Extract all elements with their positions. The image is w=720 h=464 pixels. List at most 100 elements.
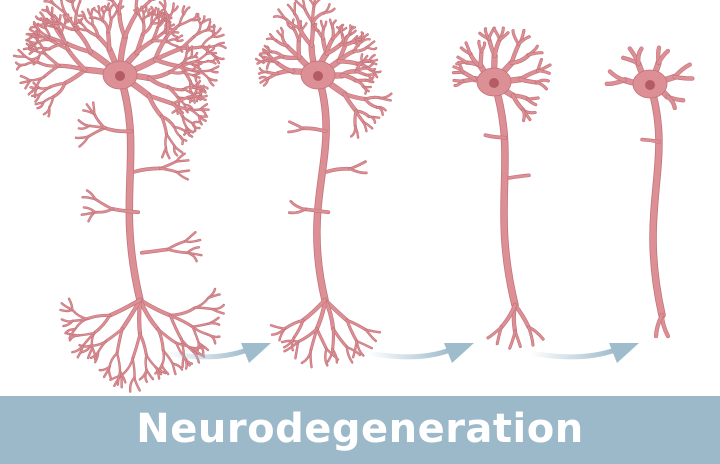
- dendrite: [301, 22, 307, 31]
- dendrite: [207, 60, 217, 65]
- dendrite: [518, 77, 539, 85]
- axon-terminal: [93, 314, 111, 334]
- dendrite: [527, 51, 544, 56]
- dendrite: [349, 26, 356, 35]
- dendrite: [134, 39, 155, 55]
- dendrite: [673, 63, 692, 79]
- dendrite: [161, 147, 167, 158]
- dendrite: [379, 97, 392, 101]
- axon-terminal: [61, 318, 74, 323]
- axon-collateral: [86, 189, 97, 200]
- dendrite: [362, 59, 371, 63]
- axon-terminal-outline: [70, 308, 89, 320]
- dendrite: [33, 21, 40, 31]
- axon-terminal: [346, 319, 358, 342]
- axon-collateral: [78, 119, 90, 127]
- dendrite-outline: [78, 0, 82, 3]
- axon-terminal: [108, 298, 142, 317]
- dendrite: [163, 0, 166, 10]
- axon-terminal: [211, 308, 225, 315]
- dendrite: [280, 27, 284, 37]
- dendrite: [15, 62, 26, 66]
- dendrite: [63, 68, 87, 85]
- axon-terminal: [207, 293, 221, 299]
- dendrite: [178, 19, 192, 26]
- axon-collateral: [83, 206, 96, 213]
- dendrite: [536, 70, 551, 75]
- dendrite: [465, 41, 472, 55]
- axon-collateral: [349, 168, 368, 174]
- axon-collateral: [186, 252, 198, 262]
- dendrite: [269, 33, 277, 41]
- healthy-neuron: [12, 0, 227, 393]
- dendrite: [165, 133, 175, 147]
- dendrite: [185, 130, 193, 138]
- dendrite: [361, 38, 371, 43]
- axon-terminal: [527, 326, 534, 347]
- axon-collateral: [87, 127, 106, 138]
- dendrite: [275, 61, 295, 73]
- dendrite: [311, 11, 326, 24]
- axon-terminal: [78, 344, 92, 348]
- dendrite: [479, 50, 483, 68]
- axon-terminal: [283, 337, 295, 348]
- arrow-head-icon: [444, 343, 474, 363]
- dendrite: [340, 25, 343, 35]
- dendrite: [160, 115, 168, 135]
- dendrite: [364, 98, 379, 109]
- dendrite: [81, 11, 86, 19]
- axon: [313, 72, 330, 303]
- dendrite: [199, 108, 207, 116]
- axon-collateral: [301, 126, 327, 133]
- dendrite: [106, 30, 111, 51]
- axon-terminal: [270, 324, 286, 330]
- dendrite: [179, 135, 184, 145]
- dendrite: [259, 76, 269, 80]
- dendrite: [29, 42, 38, 50]
- axon-terminal: [654, 313, 664, 338]
- dendrite: [173, 145, 178, 156]
- axon-terminal: [513, 303, 531, 329]
- dendrite: [123, 11, 139, 39]
- axon-terminal: [109, 374, 123, 381]
- axon-terminal: [117, 371, 121, 386]
- arrow-shaft: [164, 347, 248, 360]
- dendrite: [517, 35, 531, 46]
- nucleus: [645, 80, 655, 90]
- axon-terminal-outline: [120, 357, 134, 377]
- axon-collateral: [184, 239, 201, 243]
- dendrite: [110, 10, 118, 20]
- dendrite: [109, 4, 114, 11]
- dendrite: [37, 18, 48, 24]
- dendrite: [29, 76, 45, 82]
- axon-collateral: [176, 171, 189, 180]
- dendrite: [350, 125, 356, 137]
- axon-collateral: [75, 135, 89, 139]
- dendrite: [182, 116, 188, 129]
- axon: [647, 81, 665, 318]
- dendrite: [608, 69, 627, 82]
- dendrite: [136, 7, 140, 15]
- axon-terminal-outline: [108, 351, 119, 368]
- dendrite: [66, 48, 87, 72]
- nucleus: [489, 78, 499, 88]
- axon-terminal: [332, 327, 348, 349]
- axon-terminal: [131, 333, 141, 360]
- axon-terminal: [108, 352, 118, 368]
- dendrite: [366, 67, 376, 71]
- axon-terminal: [207, 322, 220, 326]
- axon-collateral: [133, 167, 162, 173]
- axon-terminal: [346, 346, 353, 364]
- axon-terminal: [71, 345, 84, 353]
- dendrite: [277, 8, 287, 20]
- axon-terminal: [297, 327, 318, 343]
- dendrite: [456, 56, 468, 64]
- dendrite: [313, 0, 320, 7]
- axon-terminal: [116, 352, 121, 373]
- dendrite: [186, 45, 193, 54]
- axon-collateral: [166, 248, 188, 254]
- progression-arrow: [164, 343, 271, 363]
- axon-terminal: [487, 326, 503, 339]
- dendrite: [54, 27, 68, 45]
